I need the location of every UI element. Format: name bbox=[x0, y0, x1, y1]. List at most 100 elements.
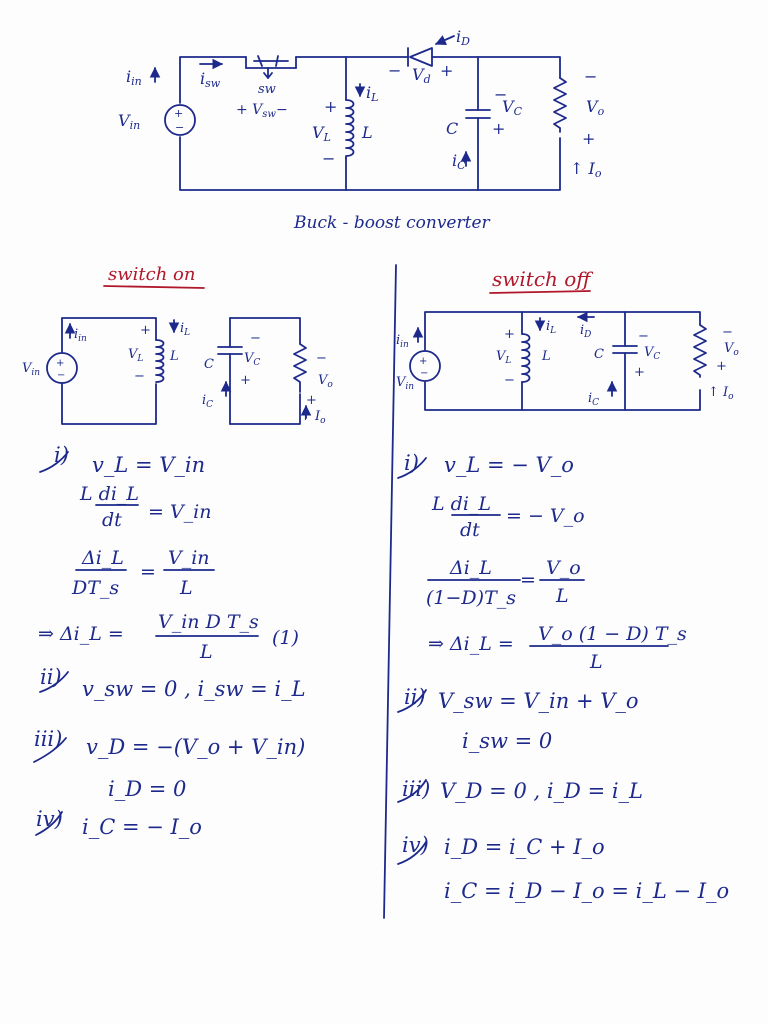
on-label-v-l-minus: − bbox=[134, 369, 145, 384]
off-label-i-d: i bbox=[580, 323, 584, 338]
on-step3-eq: = bbox=[140, 561, 156, 583]
label-v-d: V bbox=[412, 65, 425, 84]
switch-symbol bbox=[245, 55, 297, 79]
off-label-i-l: i bbox=[546, 319, 550, 334]
switch-on-equations: i) v_L = V_in L di_L dt = V_in Δi_L DT_s… bbox=[34, 443, 306, 839]
off-label-inductor: L bbox=[541, 349, 551, 364]
label-i-sw-sub: sw bbox=[205, 77, 221, 90]
off-step2-rhs: = − V_o bbox=[506, 505, 585, 527]
off-label-v-in: V bbox=[396, 375, 407, 390]
label-v-in-sub: in bbox=[130, 119, 141, 132]
svg-text:iD: iD bbox=[580, 323, 591, 340]
on-step4-tag: (1) bbox=[272, 627, 299, 649]
svg-text:↑ Io: ↑ Io bbox=[708, 385, 734, 402]
label-v-d-plus: + bbox=[440, 61, 453, 80]
svg-text:↑ Io: ↑ Io bbox=[570, 159, 602, 180]
on-label-v-c-plus: + bbox=[240, 373, 251, 388]
on-label-v-c-minus: − bbox=[250, 331, 261, 346]
off-label-i-c-sub: C bbox=[592, 398, 599, 408]
top-circuit-labels: iin Vin isw sw + Vsw− iL + VL L − − Vd +… bbox=[118, 27, 605, 233]
svg-text:Vo: Vo bbox=[318, 373, 333, 390]
svg-text:Vin: Vin bbox=[396, 375, 414, 392]
label-v-d-minus: − bbox=[388, 61, 401, 80]
on-step2-rhs: = V_in bbox=[148, 501, 212, 523]
label-i-sw: i bbox=[200, 69, 205, 88]
on-step4-rhs-top: V_in D T_s bbox=[158, 611, 259, 633]
svg-text:VL: VL bbox=[312, 123, 331, 144]
label-v-sw-sub: sw bbox=[262, 109, 276, 120]
svg-text:iC: iC bbox=[588, 391, 599, 408]
top-wire-right bbox=[431, 56, 561, 79]
switch-off-circuit bbox=[409, 311, 707, 411]
off-label-v-o: V bbox=[724, 341, 735, 356]
label-v-l: V bbox=[312, 123, 325, 142]
off-step4-rhs-den: L bbox=[589, 651, 603, 673]
svg-text:iC: iC bbox=[452, 151, 466, 172]
off-label-v-c: V bbox=[644, 345, 655, 360]
svg-text:iL: iL bbox=[546, 319, 556, 336]
off-step2-top: L di_L bbox=[431, 493, 491, 515]
off-label-i-o: ↑ I bbox=[708, 385, 729, 400]
on-step8-line: i_C = − I_o bbox=[82, 815, 202, 839]
label-v-o-sub: o bbox=[598, 105, 605, 118]
on-label-i-in: i bbox=[74, 327, 78, 342]
on-step4-rhs-den: L bbox=[199, 641, 213, 663]
off-step3-eq: = bbox=[520, 569, 536, 591]
on-step3-den: DT_s bbox=[71, 577, 119, 599]
svg-text:isw: isw bbox=[200, 69, 221, 90]
on-step2-top: L di_L bbox=[79, 483, 139, 505]
label-i-d: i bbox=[456, 27, 461, 46]
label-v-sw-minus: − bbox=[276, 102, 288, 118]
off-label-i-l-sub: L bbox=[549, 326, 556, 336]
diode-symbol bbox=[407, 47, 433, 67]
label-i-in-sub: in bbox=[131, 75, 142, 88]
svg-text:Vo: Vo bbox=[724, 341, 739, 358]
on-step5-num: ii) bbox=[40, 665, 62, 689]
label-v-o-minus: − bbox=[584, 67, 597, 86]
on-step6-num: iii) bbox=[34, 727, 62, 751]
on-label-v-o-sub: o bbox=[327, 380, 333, 390]
off-label-v-c-sub: C bbox=[653, 352, 660, 362]
on-label-v-l-plus: + bbox=[140, 323, 151, 338]
svg-text:VL: VL bbox=[496, 349, 511, 366]
svg-text:Vin: Vin bbox=[22, 361, 40, 378]
off-label-i-o-sub: o bbox=[728, 392, 734, 402]
label-sw: sw bbox=[258, 82, 276, 97]
off-step9-line: i_C = i_D − I_o = i_L − I_o bbox=[444, 879, 729, 903]
off-step3-rhs-top: V_o bbox=[546, 557, 581, 579]
off-step3-den: (1−D)T_s bbox=[426, 587, 516, 609]
on-label-v-o-minus: − bbox=[316, 351, 327, 366]
svg-text:iD: iD bbox=[456, 27, 470, 48]
off-label-i-in: i bbox=[396, 333, 400, 348]
off-label-i-c: i bbox=[588, 391, 592, 406]
off-label-i-d-sub: D bbox=[583, 330, 591, 340]
svg-text:VC: VC bbox=[644, 345, 660, 362]
svg-text:+ Vsw−: + Vsw− bbox=[236, 102, 288, 120]
off-label-v-o-minus: − bbox=[722, 325, 733, 340]
label-i-in: i bbox=[126, 67, 131, 86]
on-source-minus: − bbox=[57, 370, 65, 381]
label-v-c: V bbox=[502, 97, 515, 116]
off-label-v-l-minus: − bbox=[504, 373, 515, 388]
off-source-minus: − bbox=[420, 368, 428, 379]
label-i-d-sub: D bbox=[460, 35, 470, 48]
label-v-l-sub: L bbox=[323, 131, 331, 144]
on-step1-num: i) bbox=[54, 443, 69, 467]
off-step5-num: ii) bbox=[404, 685, 426, 709]
on-label-v-in-sub: in bbox=[31, 368, 40, 378]
off-step4-rhs-top: V_o (1 − D) T_s bbox=[538, 623, 687, 645]
on-label-i-o: ↑ I bbox=[300, 409, 321, 424]
on-source-plus: + bbox=[56, 358, 64, 369]
svg-text:iL: iL bbox=[180, 321, 190, 338]
off-step3-top: Δi_L bbox=[449, 557, 492, 579]
heading-switch-on: switch on bbox=[108, 264, 195, 285]
label-v-l-minus: − bbox=[322, 149, 335, 168]
on-step2-den: dt bbox=[102, 509, 122, 531]
on-label-i-c-sub: C bbox=[206, 400, 213, 410]
svg-text:↑ Io: ↑ Io bbox=[300, 409, 326, 426]
top-wire-left bbox=[179, 56, 247, 104]
heading-switch-off: switch off bbox=[492, 267, 594, 291]
label-i-l-sub: L bbox=[370, 91, 378, 104]
on-label-v-l: V bbox=[128, 347, 139, 362]
